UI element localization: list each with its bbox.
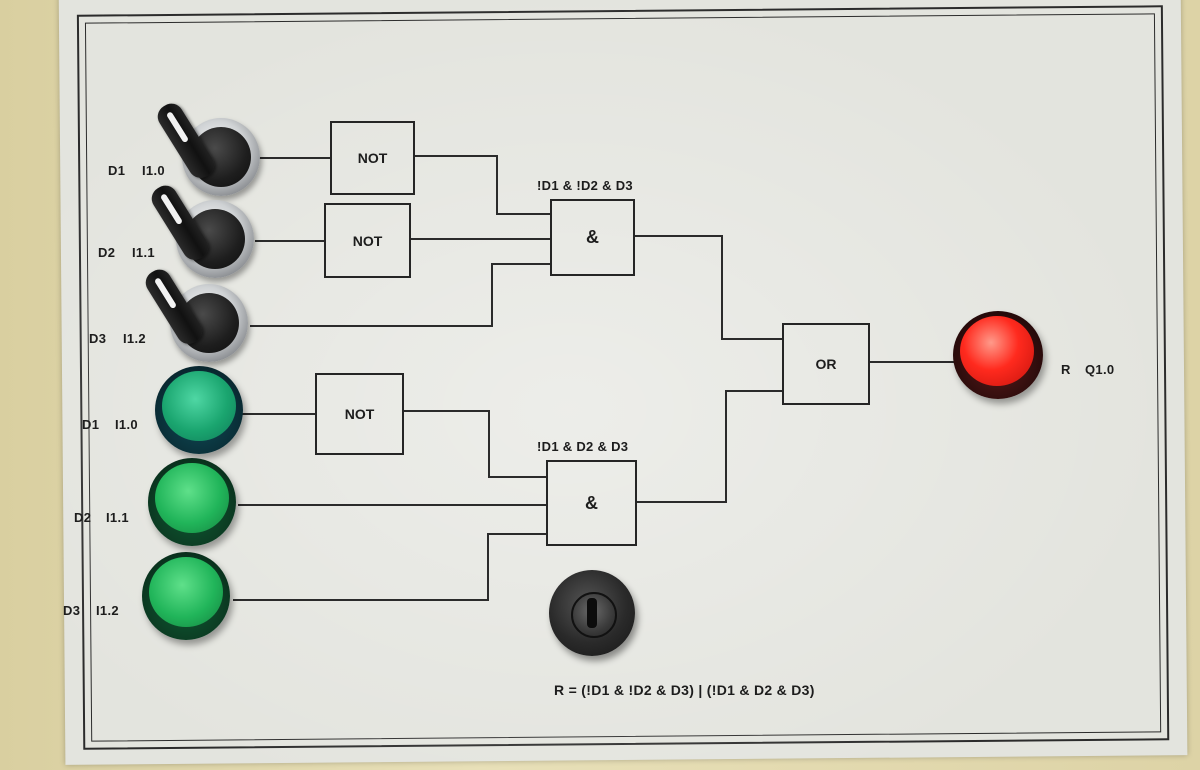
wire-not3-and2 bbox=[403, 410, 547, 478]
and1-expression: !D1 & !D2 & D3 bbox=[537, 178, 633, 193]
and-gate-2: & bbox=[546, 460, 637, 546]
result-expression: R = (!D1 & !D2 & D3) | (!D1 & D2 & D3) bbox=[554, 682, 815, 698]
not-gate-3: NOT bbox=[315, 373, 404, 455]
not-gate-1: NOT bbox=[330, 121, 415, 195]
wire-d3-sel-and1 bbox=[250, 263, 551, 327]
output-address: Q1.0 bbox=[1085, 362, 1115, 377]
lamp-d1-name: D1 bbox=[82, 417, 100, 432]
wire-and2-or bbox=[636, 390, 783, 503]
wire-not1-and1 bbox=[414, 155, 551, 215]
selector-d1-name: D1 bbox=[108, 163, 126, 178]
lamp-lens bbox=[960, 316, 1034, 386]
selector-switch-d2[interactable] bbox=[147, 181, 254, 278]
pilot-lamp-d3 bbox=[142, 552, 230, 640]
selector-d1-address: I1.0 bbox=[142, 163, 165, 178]
pilot-lamp-d2 bbox=[148, 458, 236, 546]
output-lamp-r bbox=[953, 311, 1043, 399]
key-switch[interactable] bbox=[549, 570, 635, 656]
lamp-lens bbox=[149, 557, 223, 627]
selector-switch-d3[interactable] bbox=[141, 265, 248, 362]
selector-d3-name: D3 bbox=[89, 331, 107, 346]
pilot-lamp-d1 bbox=[155, 366, 243, 454]
lamp-lens bbox=[162, 371, 236, 441]
lamp-d2-name: D2 bbox=[74, 510, 92, 525]
selector-d2-name: D2 bbox=[98, 245, 116, 260]
and2-expression: !D1 & D2 & D3 bbox=[537, 439, 629, 454]
output-name: R bbox=[1061, 362, 1071, 377]
lamp-lens bbox=[155, 463, 229, 533]
selector-d3-address: I1.2 bbox=[123, 331, 146, 346]
key-slot[interactable] bbox=[587, 598, 597, 628]
selector-switch-d1[interactable] bbox=[153, 99, 260, 196]
not-gate-2: NOT bbox=[324, 203, 411, 278]
and-gate-1: & bbox=[550, 199, 635, 276]
lamp-d3-address: I1.2 bbox=[96, 603, 119, 618]
selector-d2-address: I1.1 bbox=[132, 245, 155, 260]
wire-d3-lamp-and2 bbox=[233, 533, 547, 601]
wire-and1-or bbox=[634, 235, 783, 340]
lamp-d1-address: I1.0 bbox=[115, 417, 138, 432]
lamp-d3-name: D3 bbox=[63, 603, 81, 618]
lamp-d2-address: I1.1 bbox=[106, 510, 129, 525]
or-gate: OR bbox=[782, 323, 870, 405]
